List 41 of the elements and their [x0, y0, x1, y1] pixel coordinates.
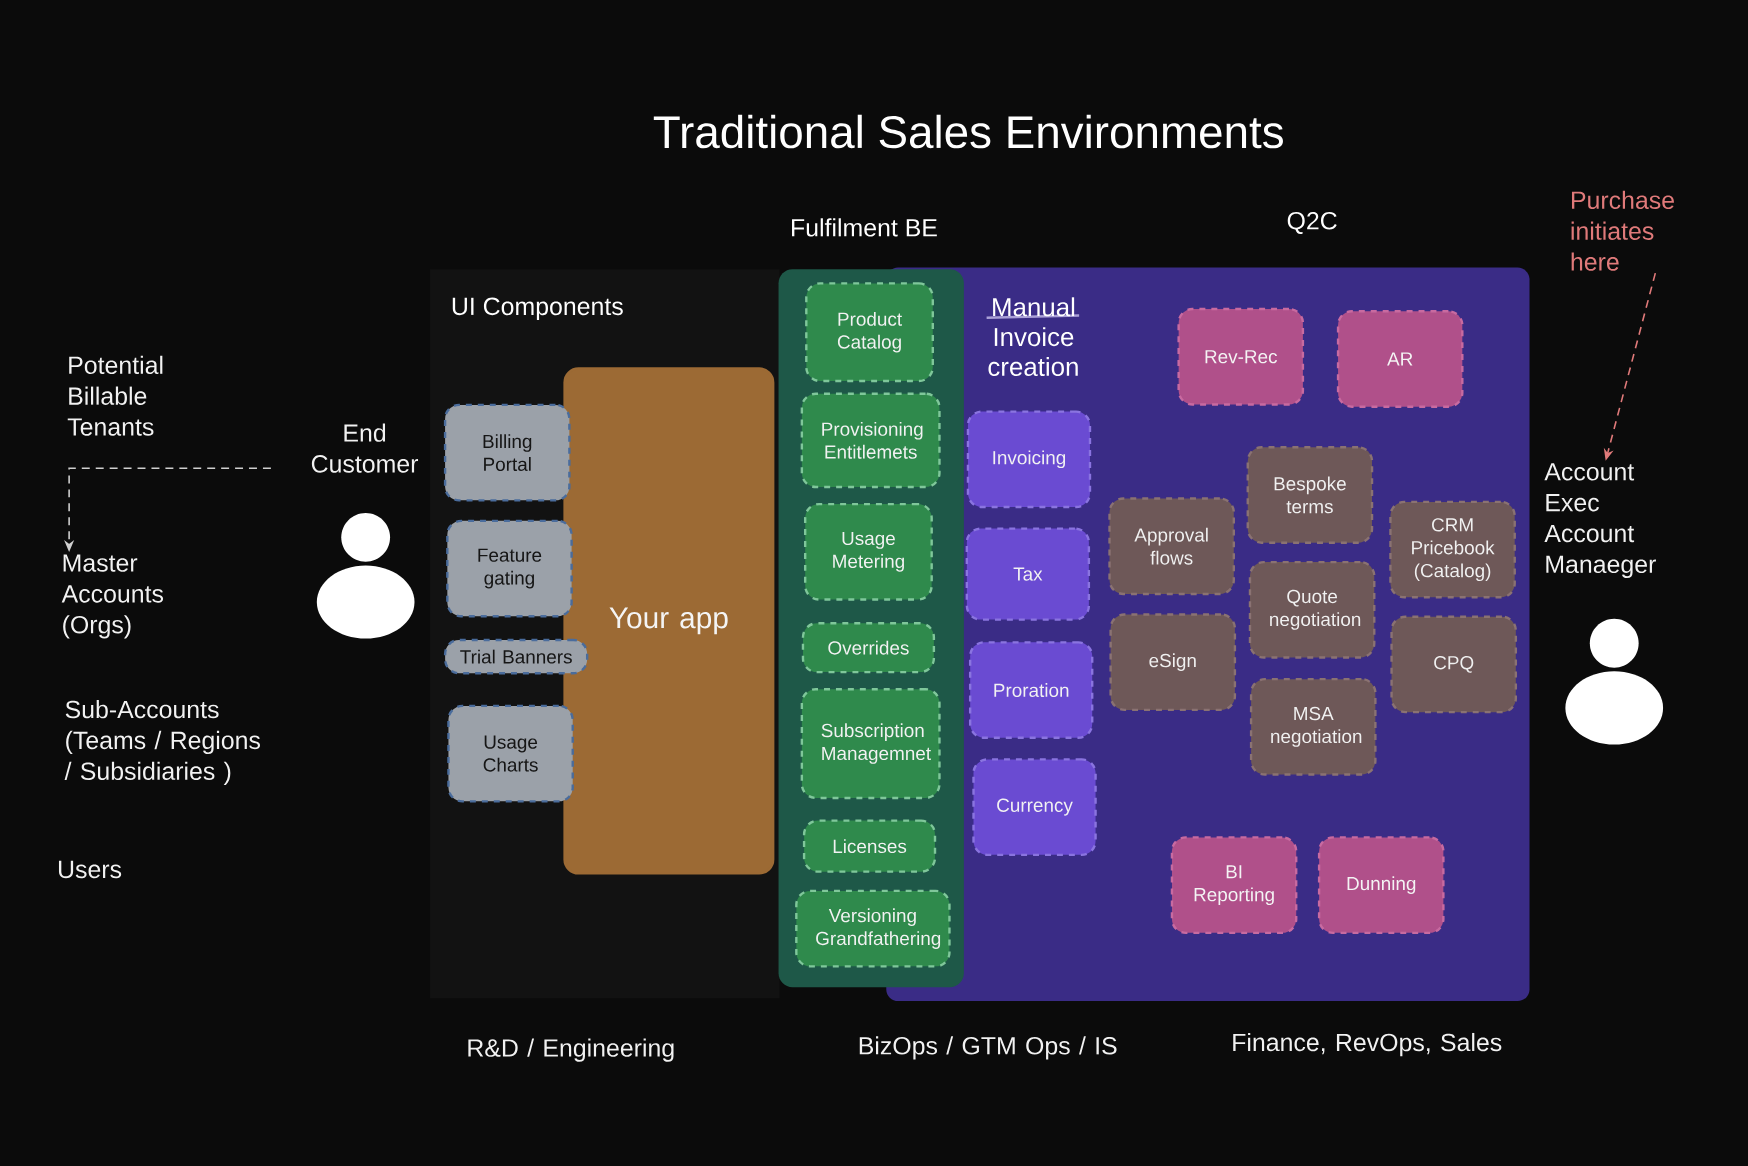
module-box: Overrides: [801, 622, 936, 674]
text-label: End Customer: [311, 423, 419, 473]
module-box: Licenses: [802, 819, 937, 873]
module-box: Usage Metering: [804, 502, 933, 601]
text-label: BizOps / GTM Ops / IS: [859, 1036, 1117, 1060]
module-box: Currency: [972, 758, 1097, 856]
module-box: Quote negotiation: [1248, 560, 1376, 659]
panel-heading: Fulfilment BE: [792, 218, 937, 237]
module-box: Tax: [965, 527, 1091, 621]
text-label: Finance, RevOps, Sales: [1233, 1032, 1502, 1057]
panel-heading: Q2C: [1287, 211, 1337, 234]
module-box: Bespoke terms: [1246, 446, 1374, 544]
module-box: CPQ: [1390, 615, 1518, 714]
module-box: Dunning: [1317, 836, 1445, 935]
module-box: Provisioning Entitlemets: [800, 392, 941, 489]
component-box: Usage Charts: [447, 704, 574, 803]
component-box: Trial Banners: [443, 638, 589, 675]
module-box: Proration: [968, 641, 1094, 739]
module-box: BI Reporting: [1170, 836, 1298, 935]
text-label: Purchase initiates here: [1571, 190, 1674, 271]
module-box: Versioning Grandfathering: [795, 889, 951, 968]
module-box: Product Catalog: [805, 282, 934, 383]
module-box: AR: [1336, 310, 1464, 408]
module-box: Invoicing: [966, 410, 1092, 509]
title: Traditional Sales Environments: [653, 114, 1283, 149]
text-label: Sub-Accounts (Teams / Regions / Subsidiaries ): [64, 699, 261, 785]
component-box: Billing Portal: [443, 403, 571, 502]
module-box: Rev-Rec: [1177, 307, 1305, 406]
module-box: MSA negotiation: [1249, 677, 1377, 776]
text-label: R&D / Engineering: [468, 1038, 674, 1062]
panel-heading: UI Components: [452, 297, 623, 321]
text-label: Potential Billable Tenants: [67, 355, 163, 436]
text-label: Master Accounts (Orgs): [61, 554, 164, 639]
text-label: Users: [59, 860, 122, 879]
handwritten-note: Manual Invoice creation: [986, 297, 1080, 376]
text-label: Account Exec Account Manaeger: [1544, 463, 1656, 578]
component-box: Feature gating: [446, 519, 573, 618]
module-box: eSign: [1109, 613, 1237, 712]
module-box: Approval flows: [1108, 497, 1235, 596]
module-box: Subscription Managemnet: [800, 687, 941, 800]
module-box: CRM Pricebook (Catalog): [1389, 500, 1516, 599]
